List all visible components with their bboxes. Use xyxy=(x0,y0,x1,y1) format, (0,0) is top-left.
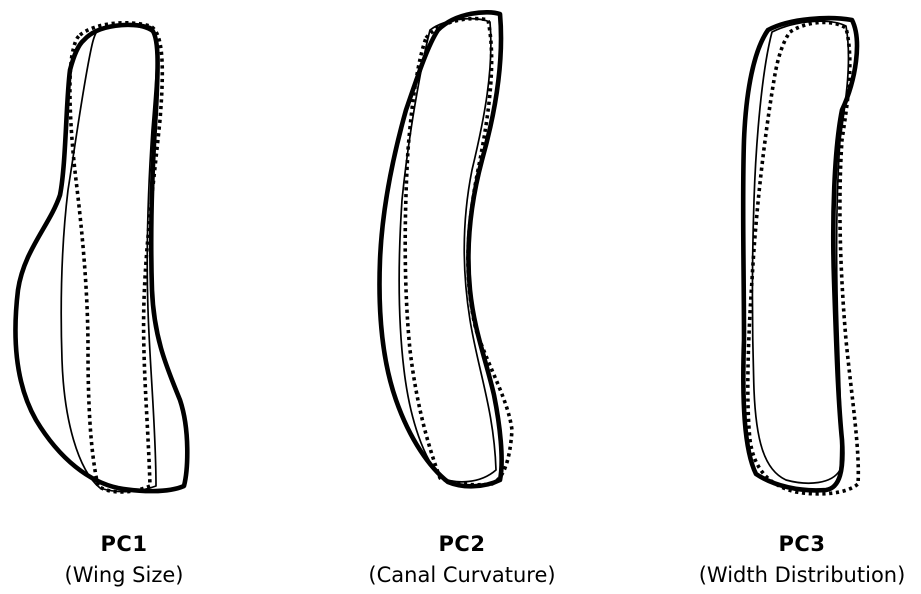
pc1-description: (Wing Size) xyxy=(0,562,254,588)
pc1-thin-outline xyxy=(61,25,156,491)
pc1-outlines xyxy=(15,23,187,492)
outlines-canvas xyxy=(0,0,921,520)
pc2-outlines xyxy=(380,12,512,486)
pc3-description: (Width Distribution) xyxy=(672,562,921,588)
pc3-caption: PC3 (Width Distribution) xyxy=(672,532,921,588)
pc2-label: PC2 xyxy=(332,532,592,556)
pc1-caption: PC1 (Wing Size) xyxy=(0,532,254,588)
pc3-label: PC3 xyxy=(672,532,921,556)
pc3-outlines xyxy=(743,18,858,494)
pc1-label: PC1 xyxy=(0,532,254,556)
pc2-caption: PC2 (Canal Curvature) xyxy=(332,532,592,588)
pc2-thick-outline xyxy=(380,12,502,486)
pc2-description: (Canal Curvature) xyxy=(332,562,592,588)
